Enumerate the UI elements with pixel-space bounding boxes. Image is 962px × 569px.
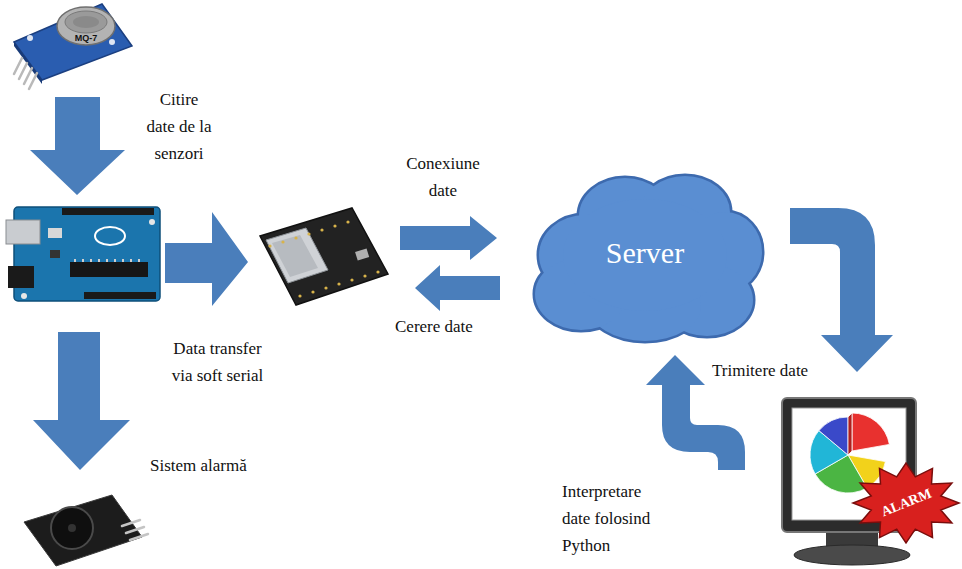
node-label: MQ-7 (75, 33, 98, 43)
arduino-board (6, 207, 160, 301)
step-label: Cerere date (395, 313, 515, 340)
node-label: Server (606, 236, 684, 270)
server-cloud: Server (525, 160, 765, 345)
step-label: Data transfer via soft serial (165, 335, 270, 389)
step-label: Interpretare date folosind Python (562, 478, 657, 559)
step-label: Sistem alarmă (150, 452, 280, 479)
esp32-board (260, 208, 388, 305)
sensor-board (14, 4, 132, 89)
alarm-burst: ALARM (852, 462, 960, 544)
step-label: Conexiune date (398, 150, 488, 204)
buzzer-module (24, 495, 148, 566)
step-label: Citire date de la senzori (145, 86, 213, 167)
gas-sensor: MQ-7 (56, 6, 116, 46)
pie-chart (810, 413, 889, 493)
step-label: Trimitere date (712, 357, 832, 384)
